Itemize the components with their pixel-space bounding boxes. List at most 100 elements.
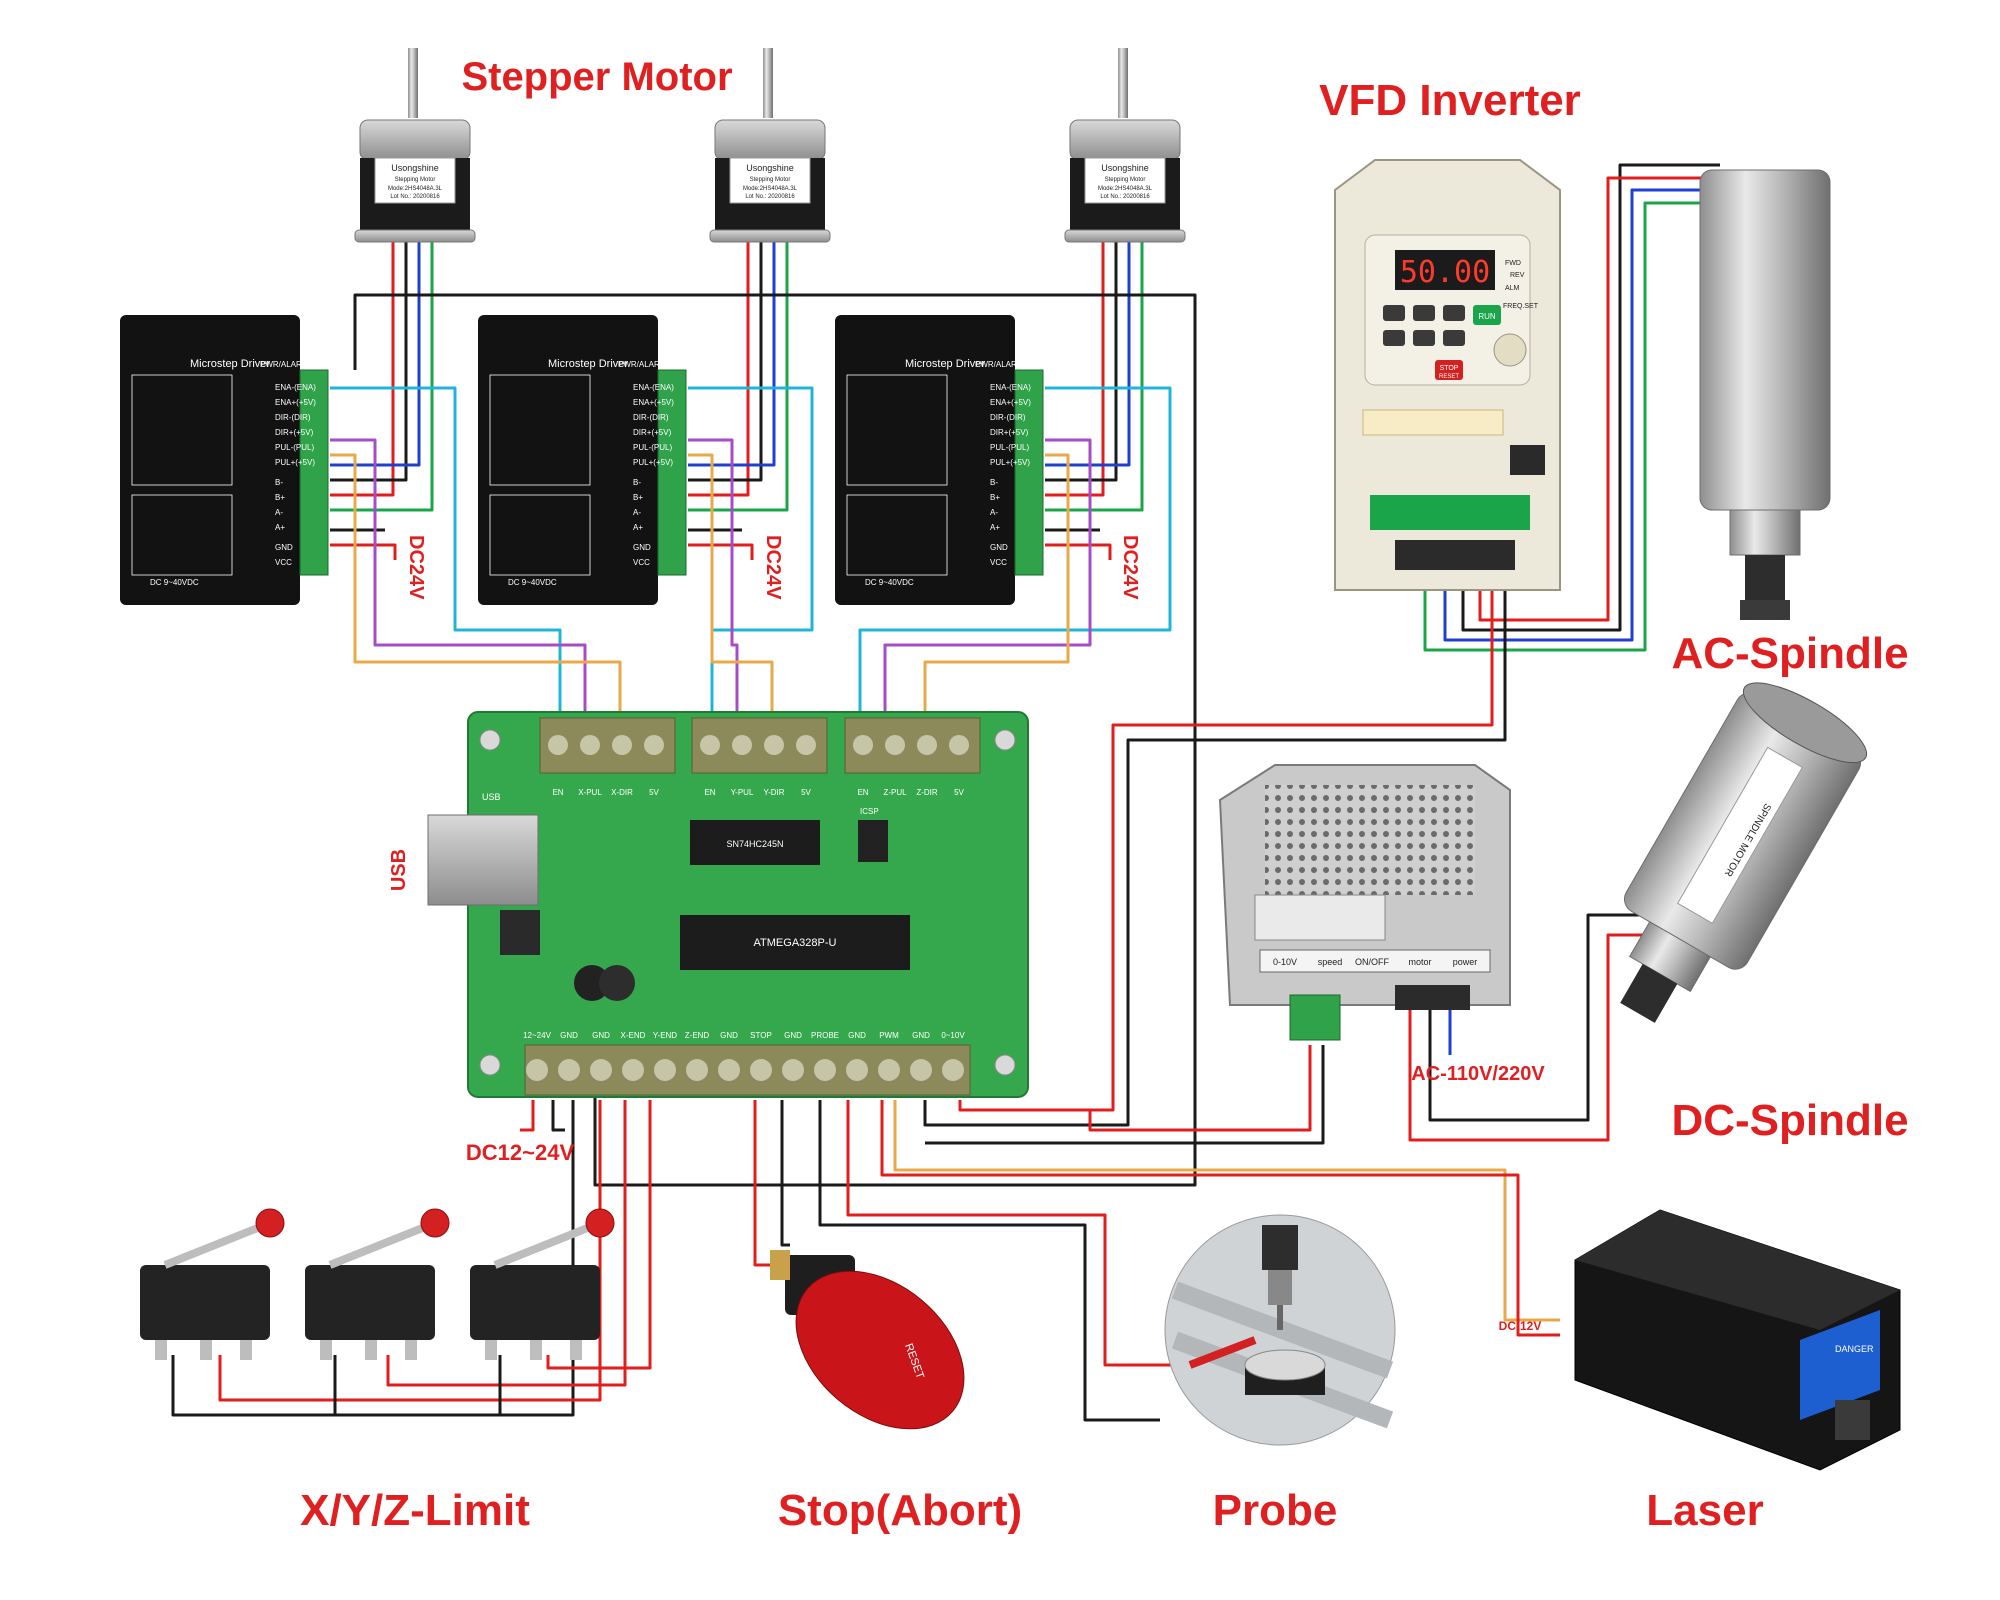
svg-text:A+: A+ <box>990 523 1000 532</box>
vfd-key[interactable] <box>1383 330 1405 346</box>
svg-text:EN: EN <box>704 788 715 797</box>
svg-text:Lot No.: 20200816: Lot No.: 20200816 <box>390 194 440 200</box>
vfd-run-button[interactable] <box>1473 305 1501 325</box>
svg-text:DIR-(DIR): DIR-(DIR) <box>990 413 1026 422</box>
terminal-label: GND <box>784 1031 802 1040</box>
svg-text:SN74HC245N: SN74HC245N <box>726 839 783 849</box>
svg-text:ENA+(+5V): ENA+(+5V) <box>275 398 316 407</box>
terminal-screw[interactable] <box>654 1059 676 1081</box>
terminal-screw[interactable] <box>750 1059 772 1081</box>
svg-text:DC 9~40VDC: DC 9~40VDC <box>150 578 199 587</box>
driver-terminal <box>299 369 329 576</box>
board-chip-atmega <box>680 915 910 970</box>
vfd-freq-knob[interactable] <box>1493 333 1527 367</box>
vfd-key[interactable] <box>1413 305 1435 321</box>
terminal-screw[interactable] <box>622 1059 644 1081</box>
svg-text:FWD: FWD <box>1505 260 1521 267</box>
terminal-label: 12~24V <box>523 1031 551 1040</box>
vfd-key[interactable] <box>1443 330 1465 346</box>
svg-text:USB: USB <box>482 792 501 802</box>
svg-text:DANGER: DANGER <box>1835 1344 1874 1354</box>
vfd-key[interactable] <box>1443 305 1465 321</box>
svg-text:GND: GND <box>275 543 293 552</box>
ac-spindle <box>1699 169 1831 620</box>
svg-text:VCC: VCC <box>633 558 650 567</box>
svg-text:STOP: STOP <box>1440 365 1459 372</box>
svg-text:Z-PUL: Z-PUL <box>883 788 907 797</box>
limit-roller <box>420 1208 450 1238</box>
svg-text:ENA+(+5V): ENA+(+5V) <box>990 398 1031 407</box>
board-usb-port[interactable] <box>427 814 539 906</box>
terminal-screw[interactable] <box>846 1059 868 1081</box>
terminal-label: GND <box>592 1031 610 1040</box>
terminal-screw[interactable] <box>814 1059 836 1081</box>
svg-text:5V: 5V <box>801 788 811 797</box>
svg-text:PWR/ALARM: PWR/ALARM <box>975 360 1024 369</box>
svg-text:PUL-(PUL): PUL-(PUL) <box>633 443 672 452</box>
terminal-screw[interactable] <box>718 1059 740 1081</box>
svg-text:ENA-(ENA): ENA-(ENA) <box>275 383 316 392</box>
board-terminal-z[interactable]: EN Z-PUL Z-DIR 5V <box>844 717 981 797</box>
svg-text:PUL+(+5V): PUL+(+5V) <box>633 458 673 467</box>
board-terminal-y[interactable]: EN Y-PUL Y-DIR 5V <box>691 717 828 797</box>
motor-shaft <box>763 48 773 118</box>
terminal-label: X-END <box>621 1031 646 1040</box>
svg-text:DC 9~40VDC: DC 9~40VDC <box>508 578 557 587</box>
driver-terminal <box>1014 369 1044 576</box>
dc-power-supply: 0-10V speed ON/OFF motor power <box>1218 764 1511 1041</box>
svg-text:X-DIR: X-DIR <box>611 788 633 797</box>
terminal-screw[interactable] <box>942 1059 964 1081</box>
svg-text:Lot No.: 20200816: Lot No.: 20200816 <box>745 194 795 200</box>
terminal-label: PWM <box>879 1031 899 1040</box>
psu-terminal[interactable] <box>1289 994 1341 1041</box>
svg-text:ON/OFF: ON/OFF <box>1355 957 1389 967</box>
svg-text:Microstep Driver: Microstep Driver <box>905 358 985 370</box>
svg-text:Y-PUL: Y-PUL <box>731 788 754 797</box>
limit-switch-x <box>140 1208 285 1360</box>
svg-text:Stepping Motor: Stepping Motor <box>750 177 791 183</box>
microstep-driver-1: Microstep Driver PWR/ALARM ENA-(ENA) ENA… <box>120 315 329 605</box>
svg-text:DIR-(DIR): DIR-(DIR) <box>275 413 311 422</box>
svg-text:Mode:2HS4048A.3L: Mode:2HS4048A.3L <box>1098 186 1153 192</box>
limit-roller <box>585 1208 615 1238</box>
terminal-screw[interactable] <box>686 1059 708 1081</box>
controller-board: USB SN74HC245N ATMEGA328P-U ICSP EN X-PU… <box>427 711 1029 1098</box>
terminal-label: 0~10V <box>941 1031 965 1040</box>
stepper-motor-1: Usongshine Stepping Motor Mode:2HS4048A.… <box>354 48 476 243</box>
svg-text:PWR/ALARM: PWR/ALARM <box>618 360 667 369</box>
svg-text:EN: EN <box>857 788 868 797</box>
terminal-screw[interactable] <box>878 1059 900 1081</box>
driver-terminal <box>657 369 687 576</box>
microstep-driver-3: Microstep Driver PWR/ALARM ENA-(ENA) ENA… <box>835 315 1044 605</box>
label-dc12-24v: DC12~24V <box>466 1140 575 1165</box>
svg-text:FREQ.SET: FREQ.SET <box>1503 303 1539 310</box>
stepper-motor-2: Usongshine Stepping Motor Mode:2HS4048A.… <box>709 48 831 243</box>
svg-text:GND: GND <box>633 543 651 552</box>
terminal-label: GND <box>912 1031 930 1040</box>
emergency-stop-button[interactable]: RESET <box>765 1239 994 1461</box>
board-terminal-x[interactable]: EN X-PUL X-DIR 5V <box>539 717 676 797</box>
terminal-screw[interactable] <box>526 1059 548 1081</box>
svg-text:B-: B- <box>990 478 998 487</box>
svg-text:B-: B- <box>275 478 283 487</box>
vfd-key[interactable] <box>1413 330 1435 346</box>
microstep-driver-2: Microstep Driver PWR/ALARM ENA-(ENA) ENA… <box>478 315 687 605</box>
terminal-screw[interactable] <box>910 1059 932 1081</box>
svg-text:DIR+(+5V): DIR+(+5V) <box>990 428 1029 437</box>
terminal-label: PROBE <box>811 1031 839 1040</box>
terminal-label: STOP <box>750 1031 772 1040</box>
terminal-screw[interactable] <box>782 1059 804 1081</box>
terminal-screw[interactable] <box>558 1059 580 1081</box>
stepper-motor-3: Usongshine Stepping Motor Mode:2HS4048A.… <box>1064 48 1186 243</box>
svg-text:A-: A- <box>990 508 998 517</box>
svg-text:ICSP: ICSP <box>860 807 879 816</box>
limit-roller <box>255 1208 285 1238</box>
dc-spindle: SPINDLE MOTOR <box>1620 682 1868 1023</box>
terminal-screw[interactable] <box>590 1059 612 1081</box>
wires <box>171 163 1720 1422</box>
label-laser: Laser <box>1646 1486 1763 1535</box>
vfd-key[interactable] <box>1383 305 1405 321</box>
svg-text:PUL-(PUL): PUL-(PUL) <box>990 443 1029 452</box>
vfd-stop-button[interactable] <box>1435 360 1463 380</box>
